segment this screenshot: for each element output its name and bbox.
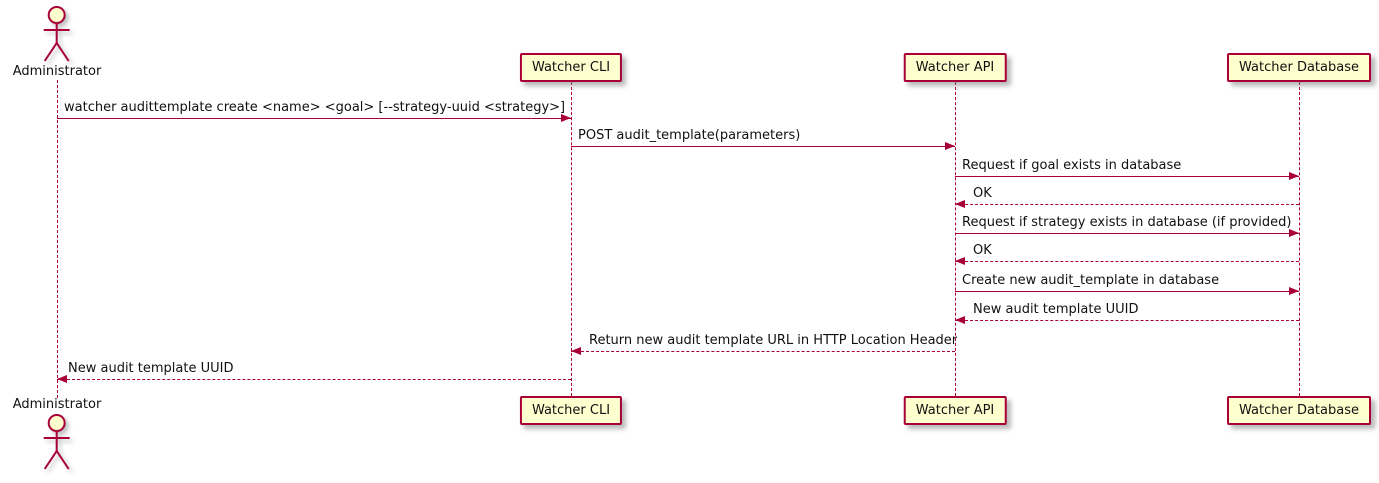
participant-watcher-api-bottom: Watcher API [903, 396, 1007, 425]
message-ok-goal: OK [955, 186, 1299, 208]
arrowhead-left-icon [955, 316, 965, 324]
message-create-audittemplate: watcher audittemplate create <name> <goa… [57, 100, 571, 122]
lifeline-administrator [57, 80, 58, 398]
message-post-audit-template: POST audit_template(parameters) [571, 128, 955, 150]
arrowhead-right-icon [1289, 287, 1299, 295]
participant-watcher-cli-bottom: Watcher CLI [519, 396, 623, 425]
arrowhead-left-icon [57, 375, 67, 383]
participant-watcher-database-bottom: Watcher Database [1227, 396, 1371, 425]
arrowhead-right-icon [945, 142, 955, 150]
actor-label: Administrator [12, 64, 102, 79]
message-return-url-location-header: Return new audit template URL in HTTP Lo… [571, 333, 957, 355]
arrowhead-right-icon [1289, 172, 1299, 180]
participant-watcher-cli-top: Watcher CLI [519, 53, 623, 82]
arrowhead-left-icon [571, 347, 581, 355]
lifeline-watcher-api [955, 82, 956, 396]
message-create-in-database: Create new audit_template in database [955, 273, 1299, 295]
message-text: New audit template UUID [68, 361, 234, 376]
actor-administrator-top: Administrator [12, 5, 102, 79]
arrowhead-left-icon [955, 257, 965, 265]
participant-watcher-api-top: Watcher API [903, 53, 1007, 82]
arrowhead-left-icon [955, 200, 965, 208]
message-new-uuid-db: New audit template UUID [955, 302, 1299, 324]
actor-administrator-bottom: Administrator [12, 397, 102, 471]
message-text: OK [973, 243, 992, 258]
lifeline-watcher-cli [571, 82, 572, 396]
message-new-uuid-admin: New audit template UUID [57, 361, 571, 383]
stick-figure-actor-icon [44, 414, 70, 470]
arrowhead-right-icon [1289, 229, 1299, 237]
message-request-strategy-exists: Request if strategy exists in database (… [955, 215, 1299, 237]
message-text: New audit template UUID [973, 302, 1139, 317]
message-text: Request if strategy exists in database (… [962, 215, 1292, 230]
message-text: watcher audittemplate create <name> <goa… [64, 100, 566, 115]
arrowhead-right-icon [561, 114, 571, 122]
message-text: OK [973, 186, 992, 201]
message-text: Request if goal exists in database [962, 158, 1182, 173]
message-text: Create new audit_template in database [962, 273, 1220, 288]
message-text: Return new audit template URL in HTTP Lo… [589, 333, 958, 348]
message-request-goal-exists: Request if goal exists in database [955, 158, 1299, 180]
stick-figure-actor-icon [44, 6, 70, 62]
message-ok-strategy: OK [955, 243, 1299, 265]
actor-label: Administrator [12, 397, 102, 412]
lifeline-watcher-database [1299, 82, 1300, 396]
message-text: POST audit_template(parameters) [578, 128, 801, 143]
participant-watcher-database-top: Watcher Database [1227, 53, 1371, 82]
